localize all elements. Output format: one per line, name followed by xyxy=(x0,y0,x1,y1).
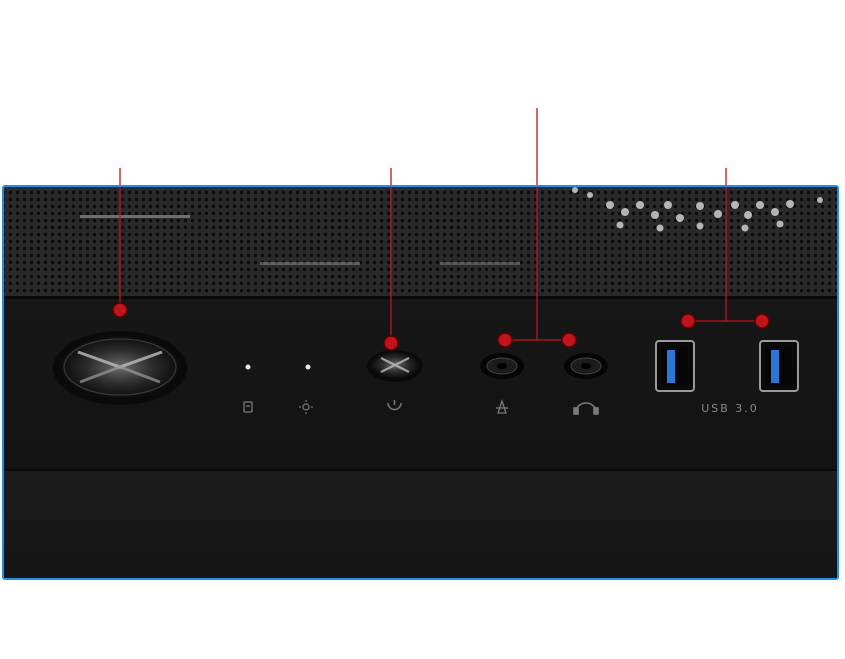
usb-port-1[interactable] xyxy=(655,340,695,392)
callout-dot-usb-2 xyxy=(754,313,770,329)
mesh-edge xyxy=(4,296,837,299)
bezel-seam xyxy=(4,469,837,471)
hdd-icon xyxy=(243,401,253,413)
sun-icon xyxy=(299,400,313,414)
reset-button[interactable] xyxy=(367,350,423,382)
power-symbol-icon xyxy=(387,400,402,411)
mic-jack[interactable] xyxy=(480,353,524,379)
callout-dot-reset xyxy=(383,335,399,351)
power-led xyxy=(305,364,311,370)
callout-dot-headphone xyxy=(561,332,577,348)
usb-label: USB 3.0 xyxy=(701,402,759,415)
headphone-icon xyxy=(573,402,599,415)
microphone-icon xyxy=(496,398,508,414)
callout-lines xyxy=(119,108,762,341)
power-button[interactable] xyxy=(53,331,187,405)
mesh-highlights xyxy=(80,187,823,265)
callout-dot-mic xyxy=(497,332,513,348)
callout-dot-usb-1 xyxy=(680,313,696,329)
usb-port-2[interactable] xyxy=(759,340,799,392)
headphone-jack[interactable] xyxy=(564,353,608,379)
callout-dot-power xyxy=(112,302,128,318)
hdd-led xyxy=(245,364,251,370)
mesh-grille xyxy=(4,187,837,297)
lower-bezel xyxy=(4,470,837,578)
callout-dots xyxy=(112,302,770,351)
